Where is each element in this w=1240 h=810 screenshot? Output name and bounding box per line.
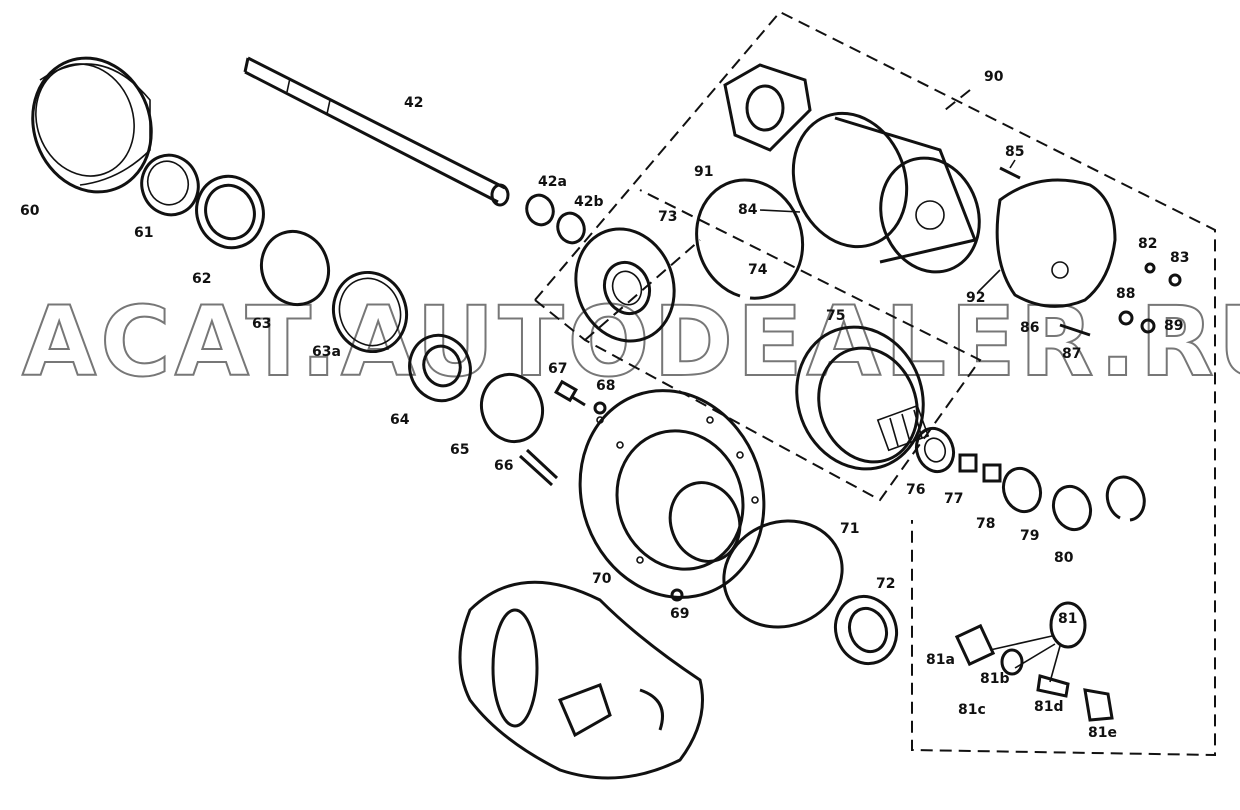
label-73: 73 bbox=[658, 209, 677, 225]
label-81e: 81e bbox=[1088, 725, 1117, 741]
label-83: 83 bbox=[1170, 250, 1189, 266]
part-73-carrier bbox=[574, 227, 676, 343]
part-78-washer bbox=[1001, 466, 1043, 514]
part-75-ring-gear bbox=[795, 325, 930, 471]
part-42-shaft bbox=[243, 56, 510, 207]
label-76: 76 bbox=[906, 482, 925, 498]
label-82: 82 bbox=[1138, 236, 1157, 252]
part-72-bearing bbox=[834, 594, 898, 666]
part-70-hub bbox=[578, 389, 766, 599]
part-89-screw bbox=[1140, 318, 1156, 334]
label-72: 72 bbox=[876, 576, 895, 592]
label-92: 92 bbox=[966, 290, 985, 306]
label-63a: 63a bbox=[312, 344, 341, 360]
part-65-ring bbox=[480, 372, 544, 444]
part-85-bolt bbox=[999, 166, 1021, 180]
part-68-nut bbox=[593, 401, 607, 415]
label-62: 62 bbox=[192, 271, 211, 287]
group-90-leader bbox=[944, 89, 971, 111]
label-68: 68 bbox=[596, 378, 615, 394]
label-63: 63 bbox=[252, 316, 271, 332]
label-65: 65 bbox=[450, 442, 469, 458]
part-42b-circlip bbox=[556, 211, 586, 245]
label-42: 42 bbox=[404, 95, 423, 111]
label-89: 89 bbox=[1164, 318, 1183, 334]
label-80: 80 bbox=[1054, 550, 1074, 566]
part-84-brake-drum bbox=[723, 63, 981, 274]
part-80-circlip bbox=[1105, 475, 1146, 522]
part-61-ring bbox=[140, 153, 200, 217]
label-66: 66 bbox=[494, 458, 513, 474]
label-86: 86 bbox=[1020, 320, 1039, 336]
label-64: 64 bbox=[390, 412, 410, 428]
label-84: 84 bbox=[738, 202, 758, 218]
label-90: 90 bbox=[984, 69, 1004, 85]
part-76-washer bbox=[914, 426, 956, 474]
label-70: 70 bbox=[592, 571, 612, 587]
label-77: 77 bbox=[944, 491, 963, 507]
label-79: 79 bbox=[1020, 528, 1039, 544]
label-67: 67 bbox=[548, 361, 567, 377]
group-90-outline bbox=[534, 10, 1216, 757]
part-63-ring bbox=[260, 229, 330, 307]
part-86-brake-disc bbox=[995, 178, 1117, 308]
axle-housing bbox=[458, 580, 704, 780]
label-81: 81 bbox=[1058, 611, 1077, 627]
part-60-cover bbox=[31, 56, 153, 194]
part-63a-ring bbox=[332, 270, 408, 354]
label-85: 85 bbox=[1005, 144, 1024, 160]
group-91-outline bbox=[534, 189, 982, 502]
label-75: 75 bbox=[826, 308, 845, 324]
label-87: 87 bbox=[1062, 346, 1081, 362]
label-91: 91 bbox=[694, 164, 713, 180]
part-42a-circlip bbox=[525, 193, 555, 227]
part-83-screw bbox=[1168, 273, 1182, 287]
part-79-ring bbox=[1051, 484, 1093, 532]
label-81d: 81d bbox=[1034, 699, 1064, 715]
part-69-plug bbox=[670, 588, 684, 602]
leader-85 bbox=[1009, 159, 1016, 169]
part-64-bearing bbox=[408, 333, 472, 403]
leader-84 bbox=[759, 209, 801, 213]
label-61: 61 bbox=[134, 225, 153, 241]
part-82-washer bbox=[1144, 262, 1156, 274]
label-42a: 42a bbox=[538, 174, 567, 190]
part-88-nut bbox=[1118, 310, 1134, 326]
label-78: 78 bbox=[976, 516, 995, 532]
part-81-assembly bbox=[954, 601, 1114, 722]
label-69: 69 bbox=[670, 606, 689, 622]
label-81a: 81a bbox=[926, 652, 955, 668]
label-74: 74 bbox=[748, 262, 768, 278]
part-62-seal bbox=[195, 174, 265, 250]
part-74-snap-ring bbox=[695, 178, 805, 300]
part-71-o-ring bbox=[722, 519, 844, 629]
label-42b: 42b bbox=[574, 194, 604, 210]
label-60: 60 bbox=[20, 203, 40, 219]
part-87-pin bbox=[1059, 323, 1091, 337]
leader-92 bbox=[977, 269, 1001, 293]
label-81b: 81b bbox=[980, 671, 1010, 687]
part-77-gear bbox=[958, 453, 1002, 483]
part-67-bolt bbox=[554, 379, 586, 407]
part-66-bolt bbox=[518, 448, 559, 487]
label-81c: 81c bbox=[958, 702, 986, 718]
group-91-bracket bbox=[584, 239, 701, 341]
label-88: 88 bbox=[1116, 286, 1135, 302]
label-71: 71 bbox=[840, 521, 859, 537]
